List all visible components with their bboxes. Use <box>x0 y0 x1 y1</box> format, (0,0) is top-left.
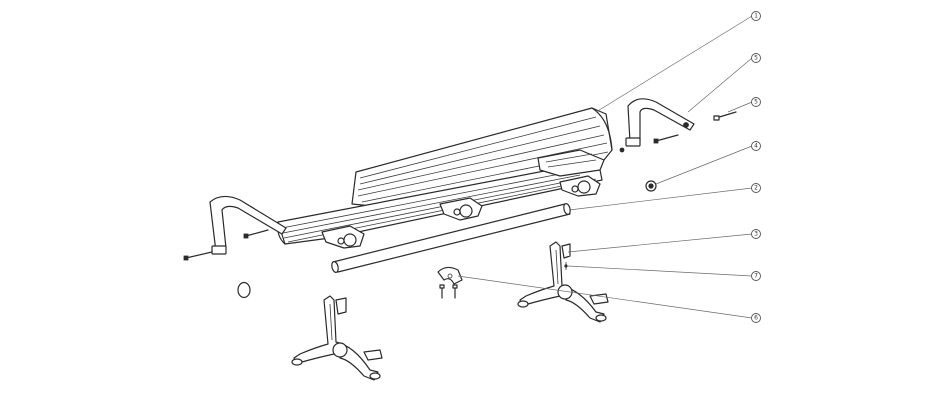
tube-clamp <box>437 266 463 299</box>
end-cap <box>645 180 657 192</box>
callout-1-label: 1 <box>754 13 758 20</box>
callout-4: 4 <box>751 141 761 151</box>
leg-left <box>291 295 383 381</box>
washer <box>237 281 251 299</box>
bench-backrest <box>351 107 613 207</box>
callout-1: 1 <box>751 11 761 21</box>
seat-support-brackets <box>321 149 605 249</box>
armrest-right <box>625 98 695 147</box>
callout-3: 3 <box>751 229 761 239</box>
callout-2: 2 <box>751 183 761 193</box>
callout-5-top: 5 <box>751 53 761 63</box>
connecting-tube <box>331 203 571 273</box>
callout-4-label: 4 <box>754 143 758 150</box>
callout-6: 6 <box>751 313 761 323</box>
callout-5-bottom: 5 <box>751 97 761 107</box>
leg-right <box>517 241 609 323</box>
callout-7: 7 <box>751 271 761 281</box>
callout-6-label: 6 <box>754 315 758 322</box>
callout-5-top-label: 5 <box>754 55 758 62</box>
callout-5-bottom-label: 5 <box>754 99 758 106</box>
callout-7-label: 7 <box>754 273 758 280</box>
callout-3-label: 3 <box>754 231 758 238</box>
leader-lines <box>457 15 753 319</box>
callout-2-label: 2 <box>754 185 758 192</box>
bolts <box>183 111 737 261</box>
armrest-left <box>209 195 287 255</box>
